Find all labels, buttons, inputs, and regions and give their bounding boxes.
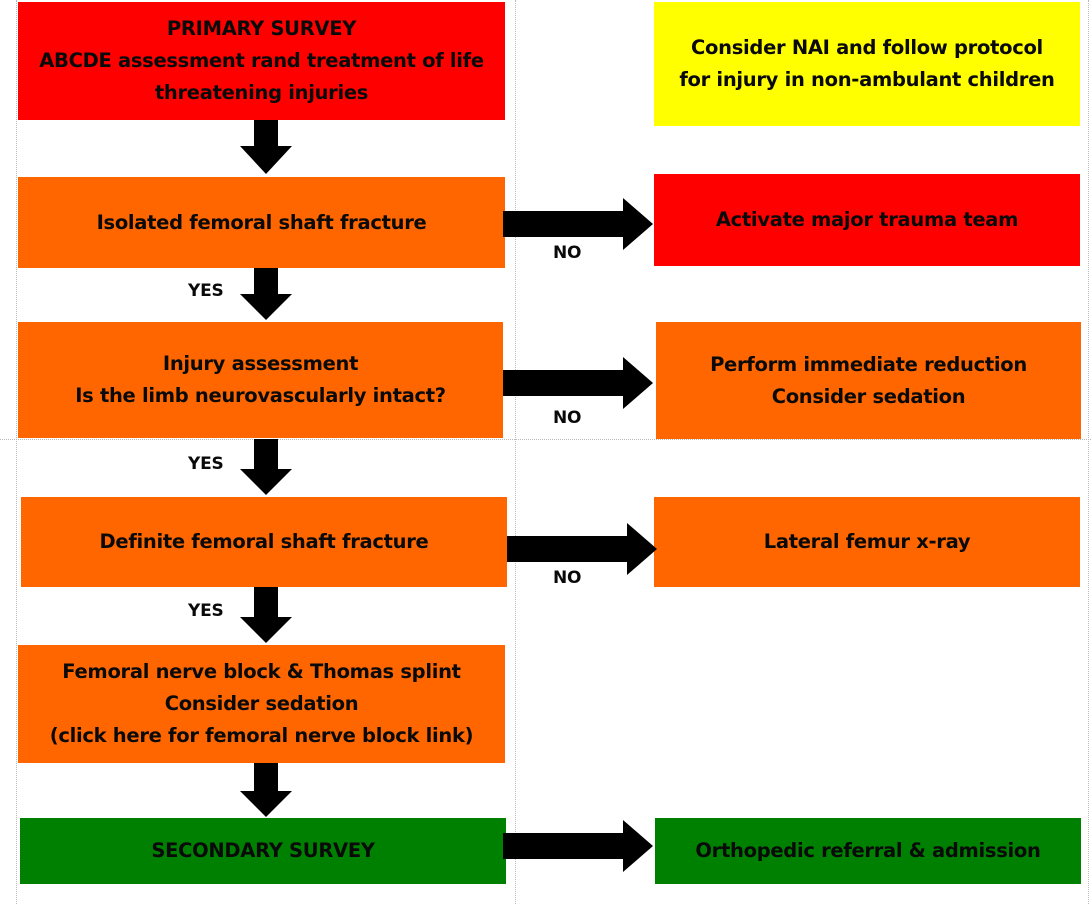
nai-box: Consider NAI and follow protocol for inj… xyxy=(654,2,1080,126)
box-text: for injury in non-ambulant children xyxy=(679,68,1055,91)
box-text: Consider sedation xyxy=(771,384,966,408)
yes-label: YES xyxy=(188,454,224,474)
box-text: Consider NAI and follow protocol xyxy=(691,36,1043,59)
box-text: ABCDE assessment rand treatment of life xyxy=(39,49,484,72)
secondary-survey-box: SECONDARY SURVEY xyxy=(20,818,506,884)
nerve-block-box[interactable]: Femoral nerve block & Thomas splint Cons… xyxy=(18,645,505,763)
gridline xyxy=(16,0,17,904)
box-text: Perform immediate reduction xyxy=(710,352,1027,376)
lateral-xray-box: Lateral femur x-ray xyxy=(654,497,1080,587)
gridline xyxy=(0,439,1091,440)
right-arrow xyxy=(507,523,657,575)
definite-fracture-box: Definite femoral shaft fracture xyxy=(21,497,507,587)
down-arrow xyxy=(240,268,292,320)
box-text: PRIMARY SURVEY xyxy=(166,17,357,40)
yes-label: YES xyxy=(188,601,224,621)
down-arrow xyxy=(240,439,292,495)
box-text: threatening injuries xyxy=(154,81,369,104)
no-label: NO xyxy=(553,568,582,588)
down-arrow xyxy=(240,763,292,817)
box-text: Lateral femur x-ray xyxy=(763,530,971,553)
box-text: Definite femoral shaft fracture xyxy=(99,530,429,553)
down-arrow xyxy=(240,120,292,174)
box-text: SECONDARY SURVEY xyxy=(151,839,375,862)
box-text: Orthopedic referral & admission xyxy=(695,839,1041,862)
right-arrow xyxy=(503,198,653,250)
orthopedic-referral-box: Orthopedic referral & admission xyxy=(655,818,1081,884)
gridline xyxy=(515,0,516,904)
injury-assessment-box: Injury assessment Is the limb neurovascu… xyxy=(18,322,503,438)
isolated-fracture-box: Isolated femoral shaft fracture xyxy=(18,177,505,268)
right-arrow xyxy=(503,820,653,872)
box-text: Consider sedation xyxy=(164,692,359,715)
primary-survey-box: PRIMARY SURVEY ABCDE assessment rand tre… xyxy=(18,2,505,120)
major-trauma-box: Activate major trauma team xyxy=(654,174,1080,266)
box-text: Isolated femoral shaft fracture xyxy=(96,210,427,234)
box-text: Activate major trauma team xyxy=(715,208,1019,231)
box-text: Injury assessment xyxy=(162,352,359,375)
right-arrow xyxy=(503,357,653,409)
immediate-reduction-box: Perform immediate reduction Consider sed… xyxy=(656,322,1081,439)
down-arrow xyxy=(240,587,292,643)
gridline xyxy=(1088,0,1089,904)
no-label: NO xyxy=(553,243,582,263)
no-label: NO xyxy=(553,408,582,428)
box-text: Femoral nerve block & Thomas splint xyxy=(62,660,461,683)
box-text: Is the limb neurovascularly intact? xyxy=(75,384,446,407)
nerve-block-link[interactable]: (click here for femoral nerve block link… xyxy=(49,724,474,747)
yes-label: YES xyxy=(188,281,224,301)
